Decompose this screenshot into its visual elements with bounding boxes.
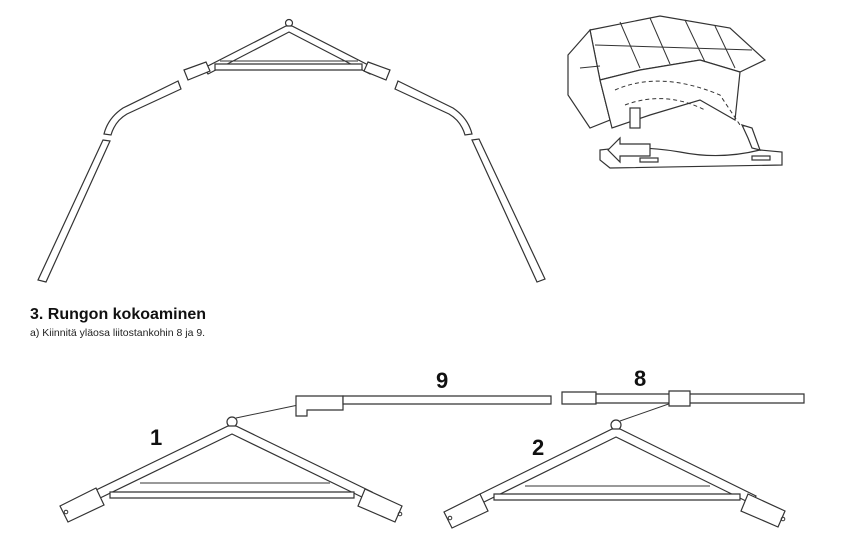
label-part-2: 2 — [532, 435, 544, 460]
section-title: 3. Rungon kokoaminen — [30, 306, 207, 323]
label-part-1: 1 — [150, 425, 162, 450]
tent-cover-illustration — [567, 15, 783, 169]
label-rod-9: 9 — [436, 368, 448, 393]
instruction-text: a) Kiinnitä yläosa liitostankohin 8 ja 9… — [30, 327, 206, 339]
frame-arch-illustration — [37, 18, 546, 283]
frame-part-1-illustration — [59, 395, 552, 523]
label-rod-8: 8 — [634, 366, 646, 391]
frame-part-2-illustration — [443, 390, 805, 529]
